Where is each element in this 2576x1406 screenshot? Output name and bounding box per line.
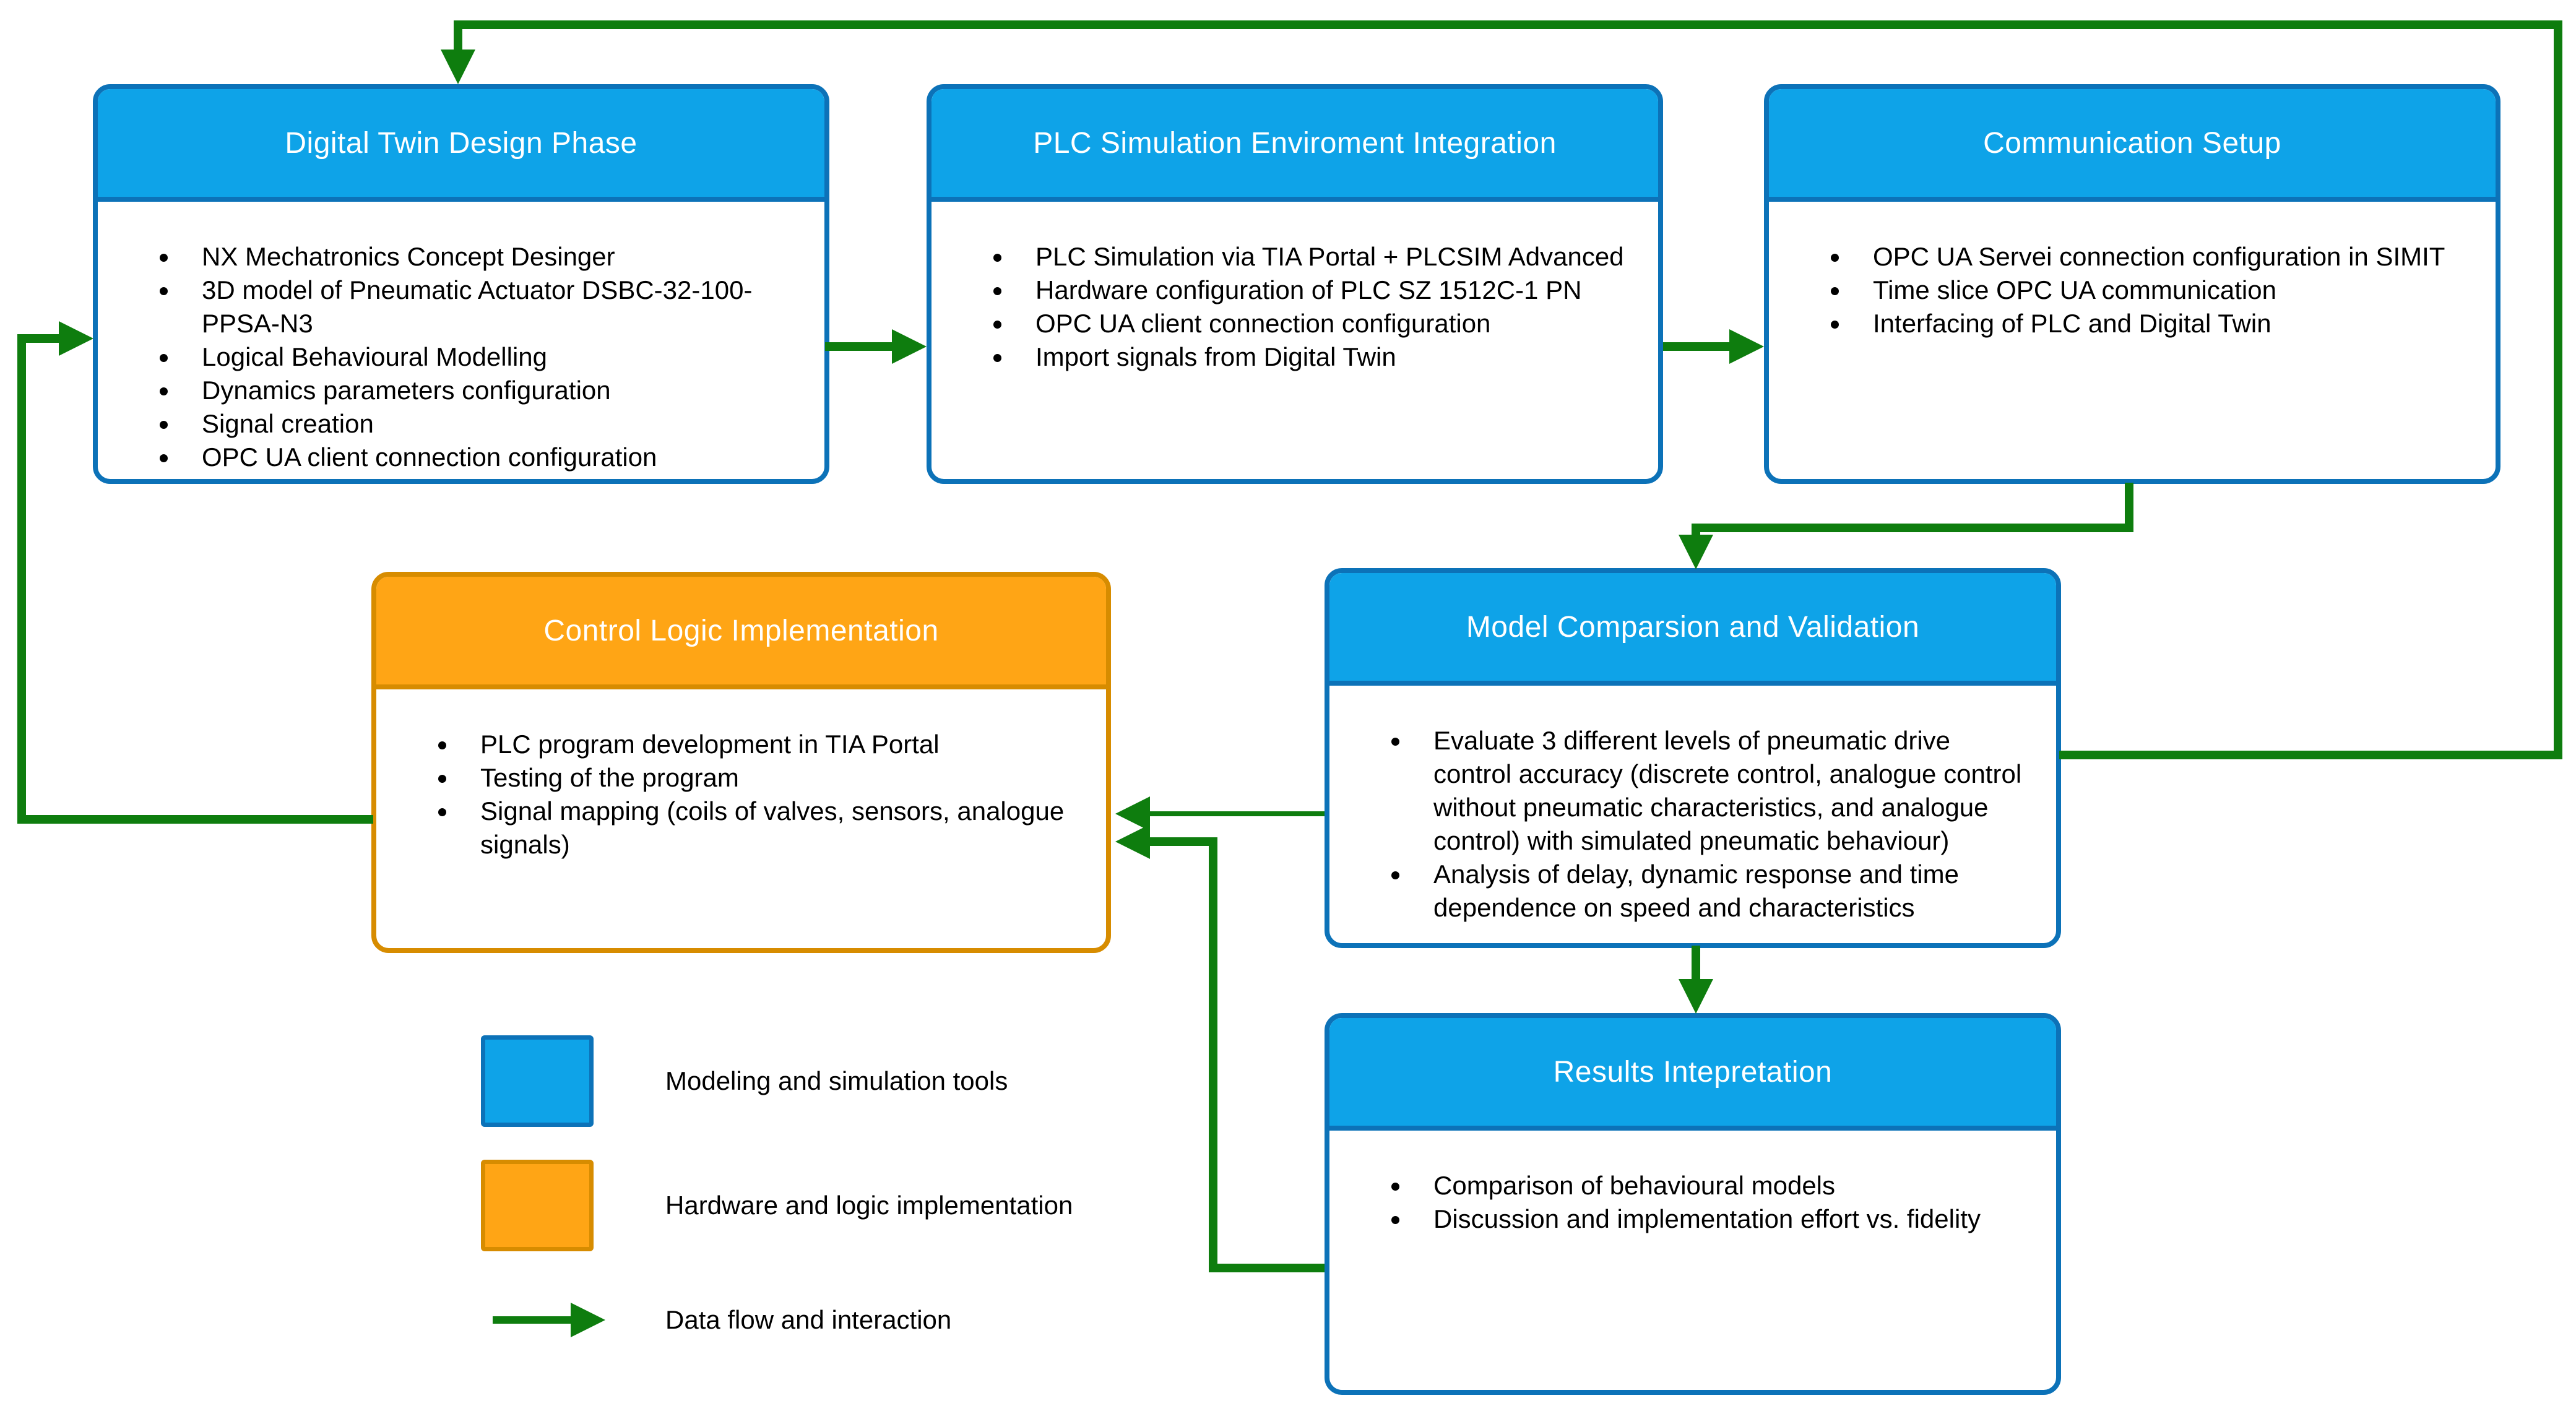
flow-line <box>1663 342 1729 351</box>
bullet-list: OPC UA Servei connection configuration i… <box>1769 202 2496 340</box>
arrowhead-icon <box>1115 824 1150 859</box>
flow-line <box>17 334 59 343</box>
arrowhead-icon <box>1729 329 1764 364</box>
arrowhead-icon <box>1679 979 1713 1014</box>
bullet-item: Signal creation <box>179 407 793 441</box>
bullet-item: NX Mechatronics Concept Desinger <box>179 240 793 274</box>
flow-line <box>1692 524 2133 532</box>
node-header: Control Logic Implementation <box>376 577 1106 689</box>
node-plc-simulation-environment-integration: PLC Simulation Enviroment Integration PL… <box>927 84 1663 484</box>
flow-line <box>1149 837 1217 846</box>
bullet-item: 3D model of Pneumatic Actuator DSBC-32-1… <box>179 274 793 340</box>
node-title: Digital Twin Design Phase <box>285 126 638 160</box>
arrowhead-icon <box>441 50 475 84</box>
bullet-item: Time slice OPC UA communication <box>1851 274 2465 307</box>
legend-label: Hardware and logic implementation <box>665 1191 1073 1220</box>
flow-line <box>1209 1264 1325 1272</box>
node-title: Model Comparsion and Validation <box>1466 610 1920 644</box>
bullet-item: Import signals from Digital Twin <box>1013 340 1627 374</box>
bullet-item: PLC program development in TIA Portal <box>458 728 1075 761</box>
flow-line <box>454 20 2562 29</box>
node-model-comparison-and-validation: Model Comparsion and Validation Evaluate… <box>1325 568 2061 948</box>
legend-label: Modeling and simulation tools <box>665 1066 1008 1095</box>
bullet-item: OPC UA client connection configuration <box>1013 307 1627 340</box>
arrowhead-icon <box>1679 535 1713 569</box>
bullet-list: PLC Simulation via TIA Portal + PLCSIM A… <box>931 202 1658 374</box>
legend-blue-box-swatch <box>481 1035 594 1127</box>
flow-line <box>493 1316 573 1324</box>
node-header: Model Comparsion and Validation <box>1329 573 2056 686</box>
bullet-item: Testing of the program <box>458 761 1075 795</box>
flow-line <box>2059 751 2562 759</box>
bullet-item: Comparison of behavioural models <box>1411 1169 2025 1202</box>
node-control-logic-implementation: Control Logic Implementation PLC program… <box>371 572 1111 953</box>
legend-label: Data flow and interaction <box>665 1305 952 1334</box>
node-title: Results Intepretation <box>1553 1055 1833 1089</box>
bullet-item: Hardware configuration of PLC SZ 1512C-1… <box>1013 274 1627 307</box>
flow-line <box>2554 20 2562 759</box>
bullet-item: Analysis of delay, dynamic response and … <box>1411 858 2025 925</box>
bullet-item: Discussion and implementation effort vs.… <box>1411 1202 2025 1236</box>
bullet-list: NX Mechatronics Concept Desinger 3D mode… <box>98 202 824 474</box>
bullet-item: Evaluate 3 different levels of pneumatic… <box>1411 724 2025 858</box>
node-header: PLC Simulation Enviroment Integration <box>931 89 1658 202</box>
bullet-item: Logical Behavioural Modelling <box>179 340 793 374</box>
flow-line <box>454 20 462 52</box>
bullet-item: Interfacing of PLC and Digital Twin <box>1851 307 2465 340</box>
bullet-list: Evaluate 3 different levels of pneumatic… <box>1329 686 2056 925</box>
flow-line <box>1209 837 1217 1272</box>
flow-line <box>2125 483 2133 532</box>
legend-orange-box-swatch <box>481 1160 594 1251</box>
node-header: Communication Setup <box>1769 89 2496 202</box>
bullet-item: OPC UA Servei connection configuration i… <box>1851 240 2465 274</box>
node-communication-setup: Communication Setup OPC UA Servei connec… <box>1764 84 2500 484</box>
arrowhead-icon <box>892 329 927 364</box>
node-digital-twin-design-phase: Digital Twin Design Phase NX Mechatronic… <box>93 84 829 484</box>
flow-line <box>1149 811 1325 816</box>
bullet-item: PLC Simulation via TIA Portal + PLCSIM A… <box>1013 240 1627 274</box>
bullet-item: Signal mapping (coils of valves, sensors… <box>458 795 1075 861</box>
bullet-list: PLC program development in TIA Portal Te… <box>376 689 1106 861</box>
flow-line <box>825 342 892 351</box>
node-title: Control Logic Implementation <box>543 614 939 647</box>
arrowhead-icon <box>59 321 93 356</box>
node-title: PLC Simulation Enviroment Integration <box>1033 126 1557 160</box>
bullet-item: Dynamics parameters configuration <box>179 374 793 407</box>
flow-line <box>17 334 26 824</box>
node-header: Digital Twin Design Phase <box>98 89 824 202</box>
bullet-list: Comparison of behavioural models Discuss… <box>1329 1131 2056 1236</box>
node-results-interpretation: Results Intepretation Comparison of beha… <box>1325 1013 2061 1395</box>
node-header: Results Intepretation <box>1329 1018 2056 1131</box>
flow-line <box>17 815 373 824</box>
bullet-item: OPC UA client connection configuration <box>179 441 793 474</box>
node-title: Communication Setup <box>1983 126 2281 160</box>
flow-line <box>1692 946 1700 981</box>
arrowhead-icon <box>571 1303 605 1337</box>
